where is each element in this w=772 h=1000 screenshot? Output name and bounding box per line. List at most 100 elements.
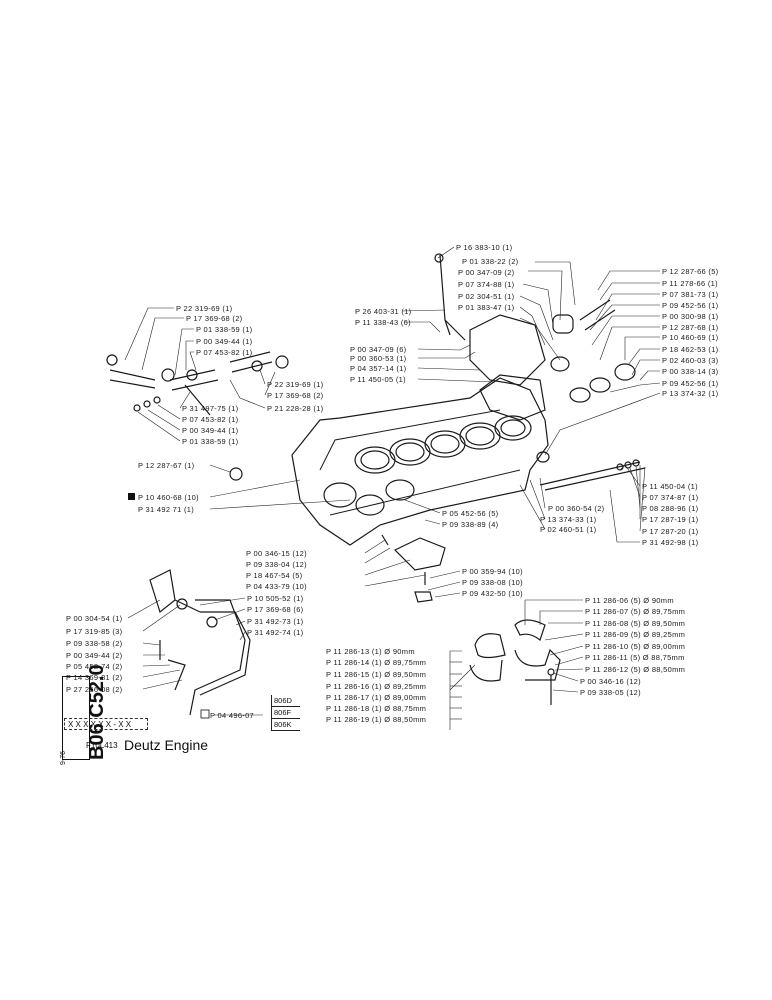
top-housing [469, 314, 546, 386]
part-label: P 31 492-73 (1) [247, 617, 304, 626]
part-label: P 00 349-44 (2) [66, 651, 123, 660]
part-label: P 31 497-75 (1) [182, 404, 239, 413]
part-label: P 09 452-56 (1) [662, 379, 719, 388]
part-label: P 17 287-19 (1) [642, 515, 699, 524]
part-label: P 11 450-05 (1) [350, 375, 406, 384]
part-label: P 27 256-08 (2) [66, 685, 123, 694]
part-label: P 09 338-04 (12) [246, 560, 307, 569]
part-label: P 10 505-52 (1) [247, 594, 304, 603]
part-label: P 02 460-51 (1) [540, 525, 597, 534]
part-label: P 11 286-18 (1) Ø 88,75mm [326, 704, 427, 713]
part-label: P 04 433-79 (10) [246, 582, 307, 591]
kit-part-label: P 04 496-07 [210, 711, 255, 720]
part-label: P 07 381-73 (1) [662, 290, 719, 299]
part-label: P 07 374-87 (1) [642, 493, 699, 502]
part-label: P 09 338-08 (10) [462, 578, 523, 587]
part-label: P 02 304-51 (1) [458, 292, 515, 301]
model-item: 806D [272, 695, 300, 707]
part-label: P 17 369-68 (2) [186, 314, 243, 323]
part-label: P 10 460-69 (1) [662, 333, 719, 342]
part-label: P 11 286-19 (1) Ø 88,50mm [326, 715, 427, 724]
part-label: P 17 369-68 (2) [267, 391, 324, 400]
part-label: P 17 369-68 (6) [247, 605, 304, 614]
part-label: P 12 287-66 (5) [662, 267, 719, 276]
marker-square [128, 493, 135, 500]
part-label: P 09 452-56 (1) [662, 301, 719, 310]
part-label: P 17 287-20 (1) [642, 527, 699, 536]
part-label: P 02 460-03 (3) [662, 356, 719, 365]
engine-code: F10L413 [86, 741, 118, 750]
part-label: P 01 338-59 (1) [196, 325, 253, 334]
kit-box [200, 709, 210, 719]
part-label: P 22 319-69 (1) [267, 380, 324, 389]
page-title: Deutz Engine [124, 737, 209, 753]
part-label: P 16 383-10 (1) [456, 243, 513, 252]
model-item: 806K [272, 719, 300, 731]
part-label: P 11 450-04 (1) [642, 482, 698, 491]
part-label: P 09 338-05 (12) [580, 688, 641, 697]
part-label: P 08 288-96 (1) [642, 504, 699, 513]
part-label: P 00 304-54 (1) [66, 614, 123, 623]
part-label: P 09 338-89 (4) [442, 520, 499, 529]
part-label: P 31 492-98 (1) [642, 538, 699, 547]
part-label: P 00 349-44 (1) [182, 426, 239, 435]
part-label: P 00 338-14 (3) [662, 367, 719, 376]
part-label: P 13 374-32 (1) [662, 389, 719, 398]
part-label: P 05 452-56 (5) [442, 509, 499, 518]
part-label: P 11 278-66 (1) [662, 279, 718, 288]
document-reference: X X X X X X - X X [64, 718, 148, 730]
oil-pump [393, 537, 446, 571]
part-label: P 11 286-09 (5) Ø 89,25mm [585, 630, 686, 639]
part-label: P 07 453-82 (1) [182, 415, 239, 424]
part-label: P 04 357-14 (1) [350, 364, 407, 373]
model-list: 806D 806F 806K [271, 695, 300, 731]
part-label: P 00 347-09 (2) [458, 268, 515, 277]
part-label: P 13 374-33 (1) [540, 515, 597, 524]
part-label: P 00 346-16 (12) [580, 677, 641, 686]
part-label: P 07 374-88 (1) [458, 280, 515, 289]
part-label: P 11 286-16 (1) Ø 89,25mm [326, 682, 427, 691]
part-label: P 31 492-74 (1) [247, 628, 304, 637]
leader-lines [124, 246, 661, 730]
part-label: P 00 349-44 (1) [196, 337, 253, 346]
part-label: P 00 300-98 (1) [662, 312, 719, 321]
part-label: P 00 346-15 (12) [246, 549, 307, 558]
oil-feed-pipe [149, 569, 176, 614]
dipstick [439, 254, 466, 341]
part-label: P 12 287-68 (1) [662, 323, 719, 332]
part-label: P 22 319-69 (1) [176, 304, 233, 313]
part-label: P 05 452-74 (2) [66, 662, 123, 671]
part-label: P 11 286-13 (1) Ø 90mm [326, 647, 415, 656]
part-label: P 11 286-11 (5) Ø 88,75mm [585, 653, 685, 662]
bearing-shells [469, 619, 561, 705]
part-label: P 11 286-07 (5) Ø 89,75mm [585, 607, 686, 616]
left-tubes [109, 351, 273, 416]
part-label: P 10 460-68 (10) [138, 493, 199, 502]
part-label: P 18 467-54 (5) [246, 571, 303, 580]
part-label: P 11 286-17 (1) Ø 89,00mm [326, 693, 427, 702]
part-label: P 11 286-12 (5) Ø 88,50mm [585, 665, 686, 674]
model-item: 806F [272, 707, 300, 719]
part-label: P 31 492 71 (1) [138, 505, 195, 514]
part-label: P 11 286-06 (5) Ø 90mm [585, 596, 674, 605]
part-label: P 01 383-47 (1) [458, 303, 515, 312]
part-label: P 11 286-08 (5) Ø 89,50mm [585, 619, 686, 628]
part-label: P 11 286-10 (5) Ø 89,00mm [585, 642, 686, 651]
part-label: P 11 286-14 (1) Ø 89,75mm [326, 658, 427, 667]
part-label: P 00 359-94 (10) [462, 567, 523, 576]
part-label: P 17 319-85 (3) [66, 627, 123, 636]
part-label: P 09 432-50 (10) [462, 589, 523, 598]
part-label: P 12 287-67 (1) [138, 461, 195, 470]
crankcase-outline [291, 377, 549, 546]
side-date: 9-76 [60, 750, 67, 765]
part-label: P 18 462-53 (1) [662, 345, 719, 354]
part-label: P 01 338-22 (2) [462, 257, 519, 266]
part-label: P 00 347-09 (6) [350, 345, 407, 354]
part-label: P 00 360-53 (1) [350, 354, 407, 363]
part-label: P 07 453-82 (1) [196, 348, 253, 357]
oil-pipe [539, 461, 646, 491]
cylinder-bores [323, 415, 532, 516]
part-label: P 11 338-43 (6) [355, 318, 411, 327]
part-label: P 26 403-31 (1) [355, 307, 412, 316]
